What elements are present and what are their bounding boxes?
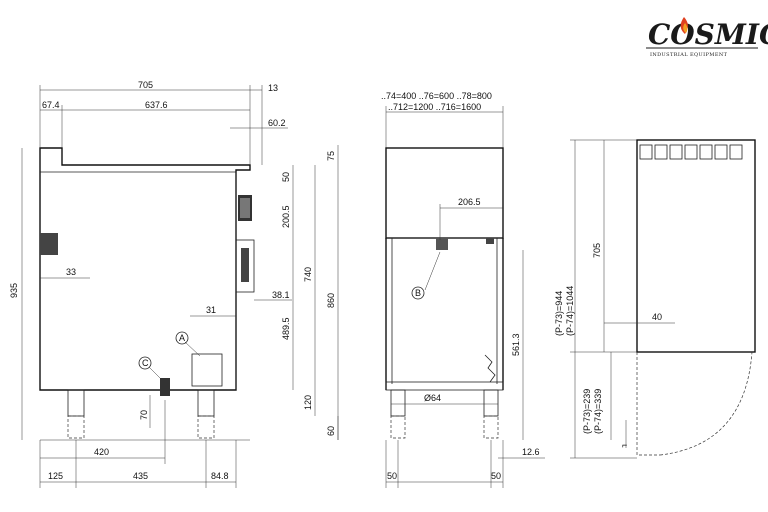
callout-c-label: C [142, 358, 149, 368]
size-codes-row2: ..712=1200 ..716=1600 [388, 102, 481, 112]
label-p73-239: (P-73)=239 [582, 389, 592, 434]
callout-c-leader [148, 366, 163, 381]
front-leg-left-ext [390, 415, 406, 439]
front-base-rail [385, 381, 504, 391]
dim-31: 31 [206, 305, 216, 315]
callout-b-circle [411, 286, 425, 300]
flame-inner-icon [683, 23, 688, 33]
dim-50-left: 50 [387, 471, 397, 481]
dim-860: 860 [326, 293, 336, 308]
dim-120: 120 [303, 395, 313, 410]
dim-705: 705 [138, 80, 153, 90]
dim-84-8: 84.8 [211, 471, 229, 481]
dim-200-5: 200.5 [281, 205, 291, 228]
front-leg-right [483, 389, 499, 417]
callout-c-circle [138, 356, 152, 370]
side-handle [241, 248, 249, 282]
dim-38-1: 38.1 [272, 290, 290, 300]
side-leg-right [197, 389, 215, 417]
logo-tagline: INDUSTRIAL EQUIPMENT [650, 52, 728, 58]
front-leg-left [390, 389, 406, 417]
label-p74-1044: (P-74)=1044 [565, 286, 575, 336]
dim-dia-64: Ø64 [424, 393, 441, 403]
dim-420: 420 [94, 447, 109, 457]
side-view: A C 705 13 67.4 637.6 60.2 75 50 200.5 [9, 80, 339, 488]
dim-740: 740 [303, 267, 313, 282]
valve-b [436, 238, 448, 250]
label-p73-944: (P-73)=944 [554, 291, 564, 336]
rear-vent-row [639, 144, 743, 160]
rear-door-arc [659, 351, 753, 456]
dim-33: 33 [66, 267, 76, 277]
size-codes-row1: ..74=400 ..76=600 ..78=800 [381, 91, 492, 101]
front-upper-block [385, 147, 504, 239]
logo-brand: COSMIC [648, 18, 768, 51]
dim-67-4: 67.4 [42, 100, 60, 110]
callout-a-label: A [179, 333, 185, 343]
dim-13: 13 [268, 83, 278, 93]
dim-637-6: 637.6 [145, 100, 168, 110]
dim-206-5: 206.5 [458, 197, 481, 207]
rear-hinge-mark: ⌐ [622, 440, 627, 450]
dim-60: 60 [326, 426, 336, 436]
rear-panel [636, 139, 756, 353]
callout-a-leader [184, 341, 201, 357]
side-leg-left [67, 389, 85, 417]
side-handle-panel [235, 239, 255, 293]
side-cabinet-outline [39, 147, 251, 391]
cosmic-logo: COSMIC INDUSTRIAL EQUIPMENT [646, 17, 768, 58]
dim-435: 435 [133, 471, 148, 481]
component-a-box [191, 353, 223, 387]
dim-40: 40 [652, 312, 662, 322]
callout-a-circle [175, 331, 189, 345]
dim-70: 70 [139, 410, 149, 420]
dim-50: 50 [281, 172, 291, 182]
label-p74-339: (P-74)=339 [593, 389, 603, 434]
component-c [160, 378, 170, 396]
side-leg-right-ext [197, 415, 215, 439]
front-leg-right-ext [483, 415, 499, 439]
rear-view: ⌐ 705 40 (P-73)=944 (P-74)=1044 (P-73)=2… [554, 139, 756, 459]
dim-705-rear: 705 [592, 243, 602, 258]
dim-75: 75 [326, 151, 336, 161]
front-break-line [484, 354, 496, 383]
front-view: ..74=400 ..76=600 ..78=800 ..712=1200 ..… [381, 91, 545, 488]
rear-door-outline [636, 352, 660, 456]
dim-12-6: 12.6 [522, 447, 540, 457]
dim-489-5: 489.5 [281, 317, 291, 340]
dim-60-2: 60.2 [268, 118, 286, 128]
side-left-fitting [40, 233, 58, 255]
side-knob-inner [240, 198, 250, 218]
dim-935: 935 [9, 283, 19, 298]
dim-50-right: 50 [491, 471, 501, 481]
callout-b-label: B [415, 288, 421, 298]
callout-b-leader [424, 251, 441, 291]
front-upper-clip [486, 238, 494, 244]
dim-125: 125 [48, 471, 63, 481]
dim-561-3: 561.3 [511, 333, 521, 356]
side-leg-left-ext [67, 415, 85, 439]
